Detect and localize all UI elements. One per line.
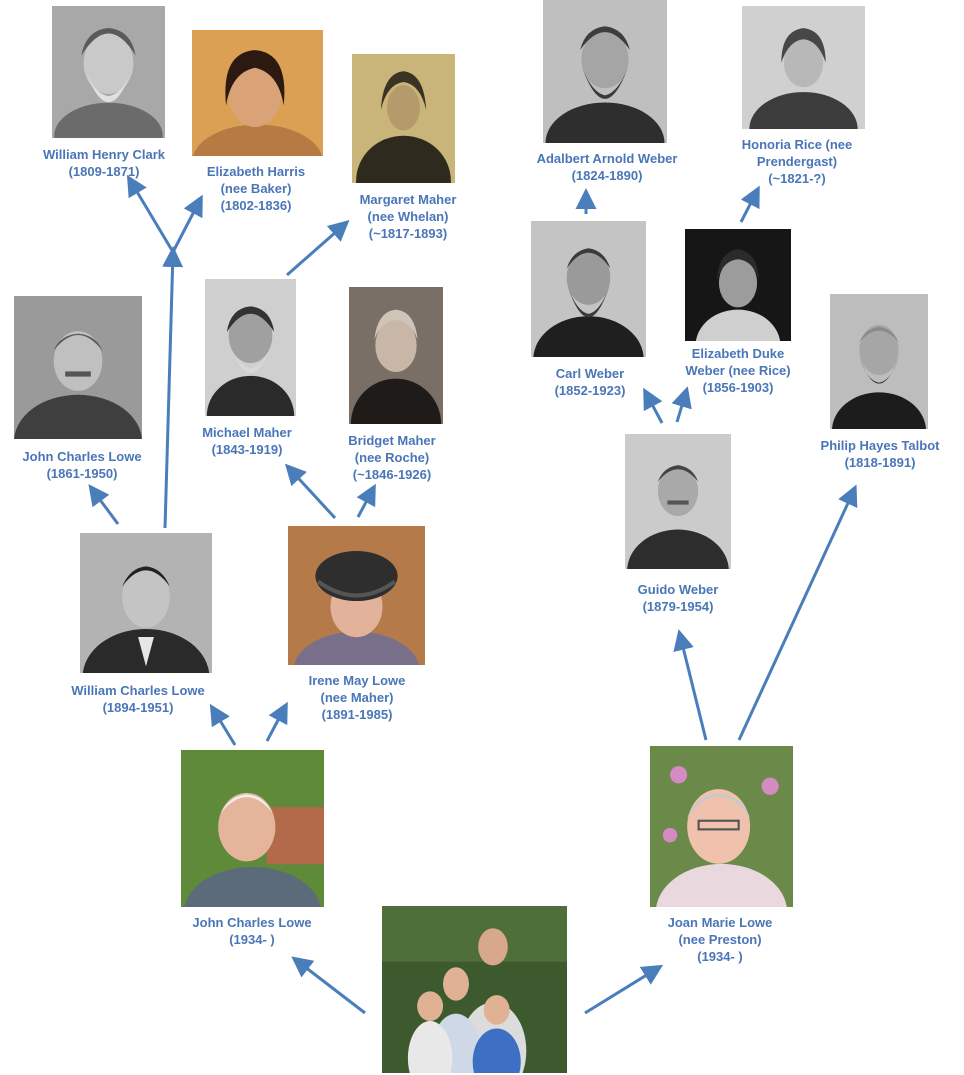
person-dates: (~1846-1926)	[352, 467, 432, 482]
person-dates: (1856-1903)	[702, 380, 774, 395]
person-name: Elizabeth Duke	[691, 346, 785, 361]
person-name: Michael Maher	[202, 425, 292, 440]
person-name: Bridget Maher	[348, 433, 436, 448]
arrow-joan-to-guido	[673, 629, 708, 741]
person-dates: (~1817-1893)	[368, 226, 448, 241]
photo-margaret-maher	[352, 54, 455, 183]
photo-adalbert-arnold-weber	[543, 0, 667, 143]
arrow-william-to-john1861	[88, 484, 120, 525]
person-name-line2: Prendergast)	[756, 154, 838, 169]
person-name: Carl Weber	[555, 366, 625, 381]
person-dates: (1934- )	[229, 932, 275, 947]
photo-philip-hayes-talbot	[830, 294, 928, 429]
person-dates: (1934- )	[697, 949, 743, 964]
arrow-irene-to-michael	[284, 463, 337, 520]
person-dates: (1891-1985)	[321, 707, 393, 722]
photo-william-charles-lowe	[80, 533, 212, 673]
arrow-family-to-john	[291, 956, 366, 1015]
person-name: Elizabeth Harris	[206, 164, 306, 179]
photo-elizabeth-harris	[192, 30, 323, 156]
arrow-john-to-irene	[265, 701, 288, 742]
person-dates: (1861-1950)	[46, 466, 118, 481]
person-name: John Charles Lowe	[192, 915, 312, 930]
arrow-branch-to-william-henry-clark	[126, 174, 175, 253]
person-dates: (~1821-?)	[768, 171, 826, 186]
photo-michael-maher	[205, 279, 296, 416]
person-dates: (1809-1871)	[68, 164, 140, 179]
person-name: Joan Marie Lowe	[667, 915, 773, 930]
person-name: William Henry Clark	[43, 147, 165, 162]
arrow-william-to-clark	[162, 246, 184, 529]
person-dates: (1824-1890)	[571, 168, 643, 183]
arrow-branch-to-elizabeth-harris	[171, 194, 203, 253]
photo-john-charles-lowe-1861	[14, 296, 142, 439]
person-dates: (1852-1923)	[554, 383, 626, 398]
arrow-john-to-william	[209, 703, 237, 746]
photo-guido-weber	[625, 434, 731, 569]
photo-john-charles-lowe-1934	[181, 750, 324, 907]
photo-family	[382, 906, 567, 1073]
photo-joan-marie-lowe	[650, 746, 793, 907]
photo-honoria-rice	[742, 6, 865, 129]
arrow-guido-to-elizabeth-duke	[671, 386, 692, 423]
photo-carl-weber	[531, 221, 646, 357]
person-dates: (1802-1836)	[220, 198, 292, 213]
photo-irene-may-lowe	[288, 526, 425, 665]
person-name: Philip Hayes Talbot	[820, 438, 940, 453]
arrow-joan-to-philip	[737, 484, 858, 741]
photo-elizabeth-duke-weber	[685, 229, 791, 341]
person-name: John Charles Lowe	[22, 449, 142, 464]
person-name: Margaret Maher	[359, 192, 457, 207]
person-name: Guido Weber	[637, 582, 719, 597]
photo-bridget-maher	[349, 287, 443, 424]
person-dates: (1894-1951)	[102, 700, 174, 715]
person-name: Adalbert Arnold Weber	[536, 151, 678, 166]
person-name: Irene May Lowe	[308, 673, 406, 688]
person-name-line2: (nee Roche)	[354, 450, 430, 465]
person-name-line2: (nee Whelan)	[367, 209, 449, 224]
arrow-irene-to-bridget	[356, 483, 376, 518]
person-dates: (1843-1919)	[211, 442, 283, 457]
person-name-line2: Weber (nee Rice)	[685, 363, 791, 378]
person-dates: (1818-1891)	[844, 455, 916, 470]
person-name: Honoria Rice (nee	[741, 137, 853, 152]
arrow-michael-to-margaret	[286, 220, 350, 277]
photo-william-henry-clark	[52, 6, 165, 138]
person-name-line2: (nee Preston)	[678, 932, 762, 947]
person-name: William Charles Lowe	[71, 683, 205, 698]
person-name-line2: (nee Baker)	[220, 181, 292, 196]
arrow-elizabeth-duke-to-honoria	[739, 185, 760, 223]
arrow-guido-to-carl	[643, 387, 664, 424]
person-name-line2: (nee Maher)	[320, 690, 394, 705]
arrow-family-to-joan	[584, 964, 664, 1015]
person-dates: (1879-1954)	[642, 599, 714, 614]
